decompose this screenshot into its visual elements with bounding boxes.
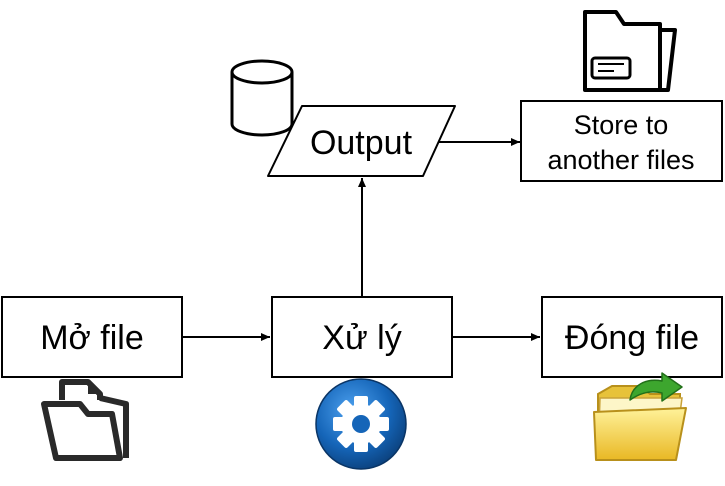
- gear-icon: [315, 378, 407, 470]
- node-close-file: Đóng file: [541, 296, 723, 378]
- open-folder-icon: [41, 379, 129, 461]
- node-store-line2: another files: [547, 145, 694, 175]
- node-output-label: Output: [310, 124, 413, 162]
- node-process-label: Xử lý: [322, 319, 401, 357]
- node-store: Store to another files: [520, 100, 723, 182]
- node-store-line1: Store to: [574, 110, 669, 140]
- folder-export-icon: [593, 372, 687, 461]
- node-close-file-label: Đóng file: [565, 319, 699, 357]
- node-open-file-label: Mở file: [40, 319, 144, 357]
- database-cylinder-icon: [230, 59, 294, 137]
- node-output: Output: [267, 105, 456, 177]
- file-folder-icon: [583, 10, 677, 92]
- node-open-file: Mở file: [1, 296, 183, 378]
- node-process: Xử lý: [271, 296, 453, 378]
